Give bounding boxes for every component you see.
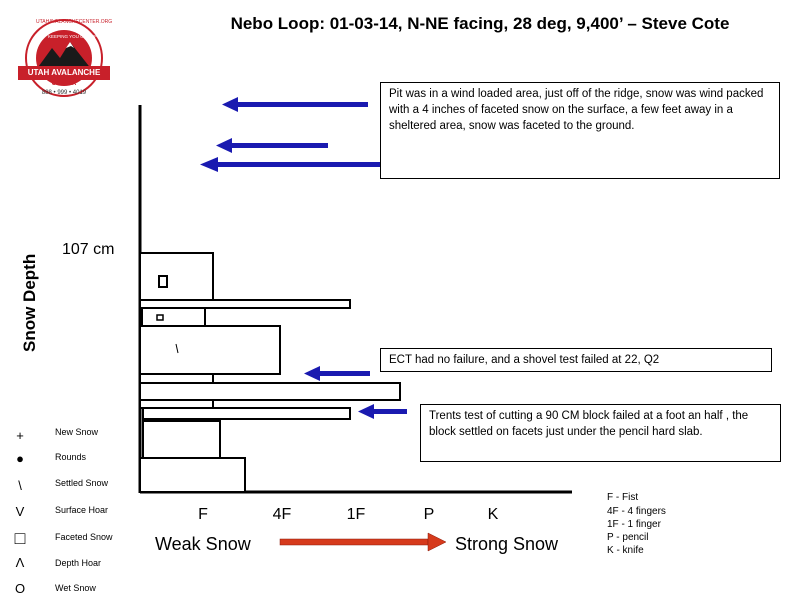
layer-10 — [139, 457, 246, 493]
layer-3 — [141, 307, 206, 327]
weak-strong-arrow-head — [427, 532, 447, 552]
hardness-tick-4f: 4F — [272, 506, 292, 523]
hardness-tick-1f: 1F — [346, 506, 366, 523]
hardness-tick-p: P — [423, 506, 435, 523]
hardness-key-1-finger: 1F - 1 finger — [607, 519, 661, 530]
logo-tagline: KEEPING YOU ON TOP — [48, 34, 98, 39]
note-trent-test: Trents test of cutting a 90 CM block fai… — [420, 404, 781, 462]
legend-rounds: Rounds — [55, 452, 87, 462]
depth-value: 107 cm — [62, 241, 115, 258]
layer-7 — [139, 399, 214, 409]
logo-phone: 888 • 999 • 4019 — [41, 90, 87, 96]
hardness-key-knife: K - knife — [607, 545, 644, 556]
surface-hoar-symbol: V — [15, 504, 25, 519]
faceted-snow-symbol — [158, 275, 168, 288]
legend-surface-hoar: Surface Hoar — [55, 505, 109, 515]
utah-avalanche-center-logo: UTAHAVALANCHECENTER.ORG KEEPING YOU ON T… — [14, 18, 114, 102]
arrow-head-ect — [304, 366, 320, 381]
faceted-snow-legend-symbol: □ — [14, 528, 26, 548]
legend-wet-snow: Wet Snow — [55, 583, 96, 593]
settled-snow-legend-symbol: \ — [18, 478, 22, 493]
depth-hoar-symbol: Λ — [15, 555, 25, 570]
rounds-symbol: ● — [16, 451, 24, 466]
hardness-key-pencil: P - pencil — [607, 532, 649, 543]
arrow-shaft-trent — [374, 409, 407, 414]
wet-snow-symbol: O — [14, 581, 26, 596]
note-ect-result: ECT had no failure, and a shovel test fa… — [380, 348, 772, 372]
logo-ring-text: UTAHAVALANCHECENTER.ORG — [36, 19, 113, 25]
logo-sub: CENTER — [51, 81, 77, 87]
hardness-tick-k: K — [487, 506, 499, 523]
legend-faceted-snow: Faceted Snow — [55, 532, 113, 542]
layer-8 — [142, 407, 351, 420]
layer-4 — [139, 325, 281, 375]
legend-settled-snow: Settled Snow — [55, 478, 109, 488]
faceted-snow-symbol-small — [156, 314, 164, 321]
hardness-key-fist: F - Fist — [607, 492, 639, 503]
layer-9 — [142, 420, 221, 459]
hardness-tick-f: F — [198, 506, 208, 523]
arrow-shaft-1 — [238, 102, 368, 107]
note-pit-location: Pit was in a wind loaded area, just off … — [380, 82, 780, 179]
page-title: Nebo Loop: 01-03-14, N-NE facing, 28 deg… — [230, 14, 730, 33]
weak-strong-arrow-shaft — [279, 538, 429, 546]
arrow-head-1 — [222, 97, 238, 112]
strong-snow-label: Strong Snow — [455, 534, 559, 554]
arrow-head-3 — [200, 157, 218, 172]
weak-snow-label: Weak Snow — [155, 534, 251, 554]
layer-2 — [139, 299, 351, 309]
arrow-shaft-3 — [218, 162, 380, 167]
arrow-shaft-ect — [320, 371, 370, 376]
hardness-key-4-fingers: 4F - 4 fingers — [607, 506, 666, 517]
arrow-head-trent — [358, 404, 374, 419]
layer-6 — [139, 382, 401, 401]
legend-depth-hoar: Depth Hoar — [55, 558, 102, 568]
settled-snow-symbol — [175, 343, 179, 354]
arrow-shaft-2 — [232, 143, 328, 148]
legend-new-snow: New Snow — [55, 427, 99, 437]
arrow-head-2 — [216, 138, 232, 153]
logo-name: UTAH AVALANCHE — [27, 68, 101, 77]
y-axis-label: Snow Depth — [20, 253, 39, 352]
new-snow-symbol: + — [16, 428, 24, 443]
layer-1 — [139, 252, 214, 301]
layer-5 — [139, 373, 214, 384]
